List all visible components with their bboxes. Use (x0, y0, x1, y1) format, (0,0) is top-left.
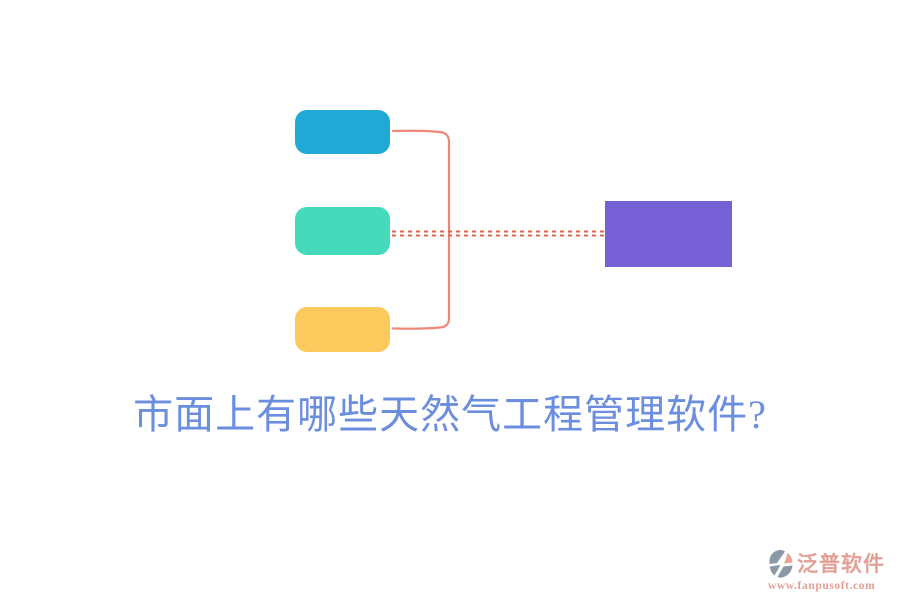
bracket-connector (391, 129, 451, 330)
fanpu-url: www.fanpusoft.com (768, 580, 876, 592)
fanpu-watermark: 泛普软件 www.fanpusoft.com (768, 548, 894, 593)
mindmap-node-purple[interactable] (605, 201, 732, 267)
page-title: 市面上有哪些天然气工程管理软件? (133, 392, 767, 437)
mindmap-node-green[interactable] (295, 207, 390, 255)
mindmap-node-yellow[interactable] (295, 307, 390, 352)
fanpu-logo-icon (769, 550, 793, 578)
mindmap-node-blue[interactable] (295, 110, 390, 154)
fanpu-brand-text: 泛普软件 (797, 551, 885, 576)
